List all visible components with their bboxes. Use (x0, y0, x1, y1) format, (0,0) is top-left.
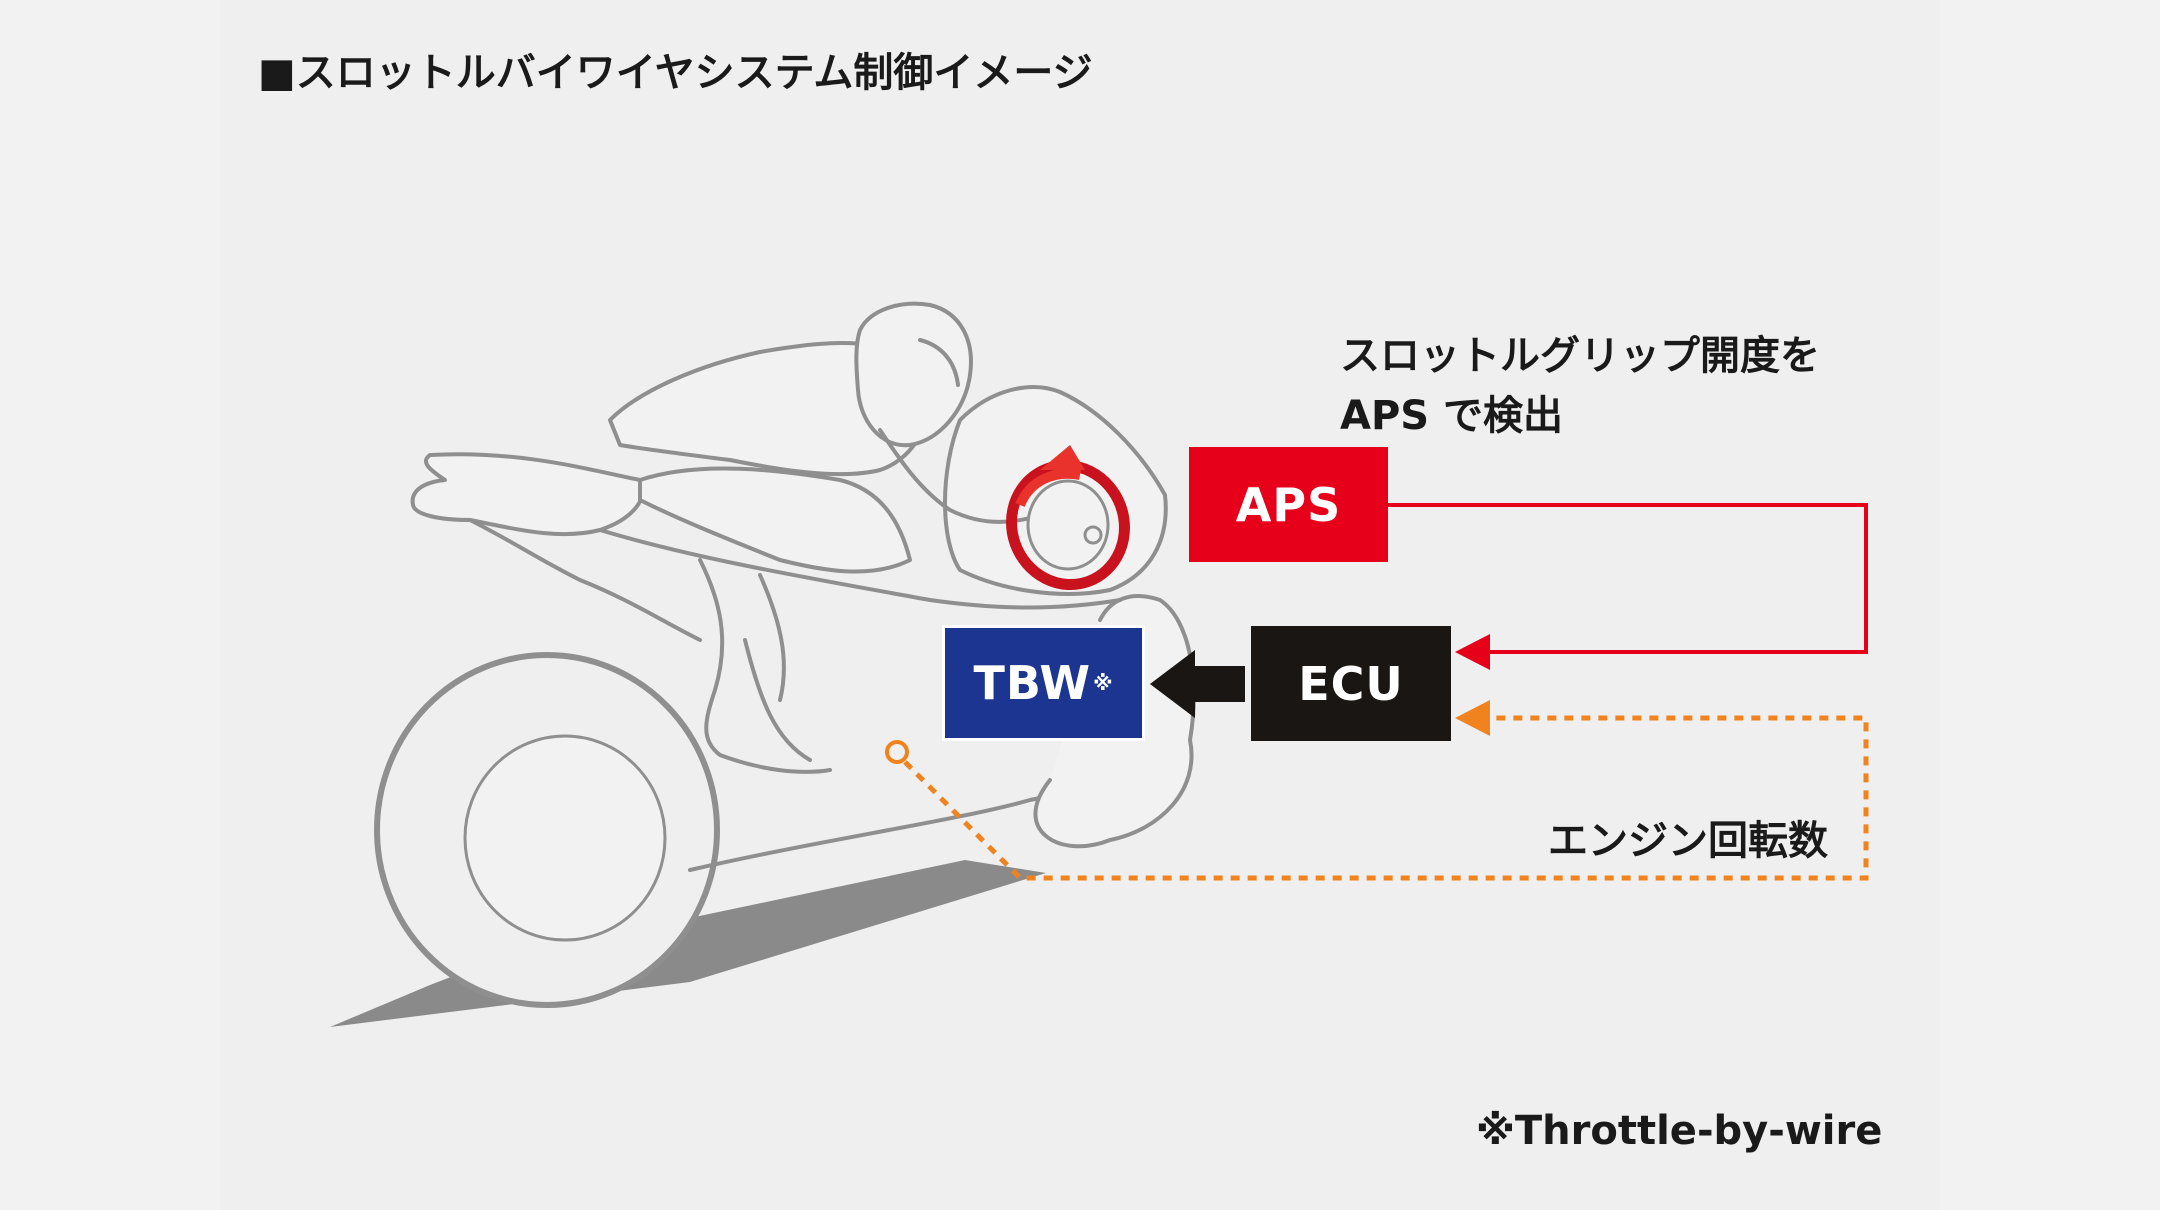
tbw-footnote-mark: ※ (1093, 671, 1114, 695)
aps-caption-line2: APS で検出 (1340, 393, 1564, 439)
throttle-rotation-icon (1006, 445, 1130, 591)
tbw-box: TBW※ (942, 625, 1145, 741)
aps-box: APS (1189, 447, 1388, 562)
footnote: ※Throttle-by-wire (1476, 1108, 1883, 1154)
aps-box-label: APS (1235, 477, 1342, 532)
motorcycle-rider-illustration (374, 301, 1196, 1008)
rpm-signal-line (903, 715, 1869, 881)
aps-signal-arrowhead (1455, 634, 1490, 670)
ecu-box-label: ECU (1298, 656, 1404, 711)
tbw-box-label: TBW (973, 656, 1092, 710)
ecu-to-tbw-arrow (1150, 650, 1245, 718)
aps-caption-line1: スロットルグリップ開度を (1340, 333, 1820, 379)
sensor-point-icon (885, 740, 909, 764)
engine-rpm-label: エンジン回転数 (1548, 818, 1828, 864)
aps-caption: スロットルグリップ開度を APS で検出 (1340, 326, 1820, 446)
diagram-title: ■スロットルバイワイヤシステム制御イメージ (258, 50, 1093, 96)
rpm-signal-arrowhead (1455, 700, 1490, 736)
aps-signal-line (1388, 503, 1868, 654)
ecu-box: ECU (1251, 626, 1451, 741)
